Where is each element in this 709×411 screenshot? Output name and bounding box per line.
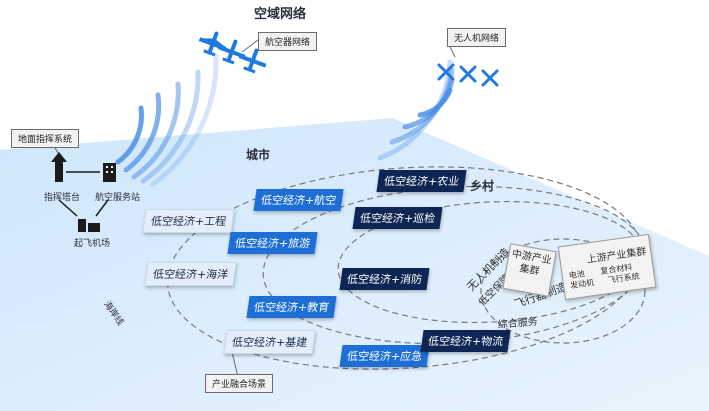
- scenario-aviation: 低空经济+航空: [253, 189, 344, 211]
- village-label: 乡村: [470, 179, 495, 193]
- midstream-cluster-label: 中游产业集群: [511, 248, 553, 278]
- scenario-tourism: 低空经济+旅游: [227, 232, 318, 254]
- ground-plane: [0, 118, 709, 411]
- service-station-label: 航空服务站: [95, 193, 141, 203]
- infrastructure-links: [58, 171, 109, 217]
- scenario-logistics: 低空经济+物流: [420, 330, 511, 352]
- control-tower-label: 指挥塔台: [44, 193, 81, 203]
- upstream-item-engine: 发动机: [569, 278, 595, 291]
- upstream-cluster-label: 上游产业集群: [586, 246, 648, 266]
- midstream-cluster-box: 中游产业集群: [502, 243, 557, 297]
- scenario-agriculture: 低空经济+农业: [376, 170, 467, 192]
- scenario-education: 低空经济+教育: [246, 296, 337, 318]
- aircraft-signal-waves: [115, 53, 219, 187]
- scenario-marine: 低空经济+海洋: [144, 262, 237, 286]
- ground-command-callout: 地面指挥系统: [11, 129, 80, 148]
- scenario-engineering: 低空经济+工程: [142, 209, 235, 233]
- drone-icons: [437, 63, 499, 87]
- city-label: 城市: [246, 148, 271, 162]
- aircraft-network-callout: 航空器网络: [258, 32, 318, 51]
- industry-scenarios-callout: 产业融合场景: [205, 374, 274, 393]
- aircraft-icons: [198, 31, 267, 74]
- scenario-firefighting: 低空经济+消防: [339, 268, 430, 290]
- scenario-infrastructure: 低空经济+基建: [223, 330, 316, 354]
- airspace-network-title: 空域网络: [254, 7, 307, 22]
- airport-label: 起飞机场: [74, 239, 111, 249]
- drone-signal-waves: [377, 59, 455, 161]
- drone-network-callout: 无人机网络: [447, 28, 507, 47]
- scenario-emergency: 低空经济+应急: [339, 345, 430, 367]
- ground-infrastructure-icons: [51, 152, 116, 232]
- scenario-inspection: 低空经济+巡检: [352, 207, 443, 229]
